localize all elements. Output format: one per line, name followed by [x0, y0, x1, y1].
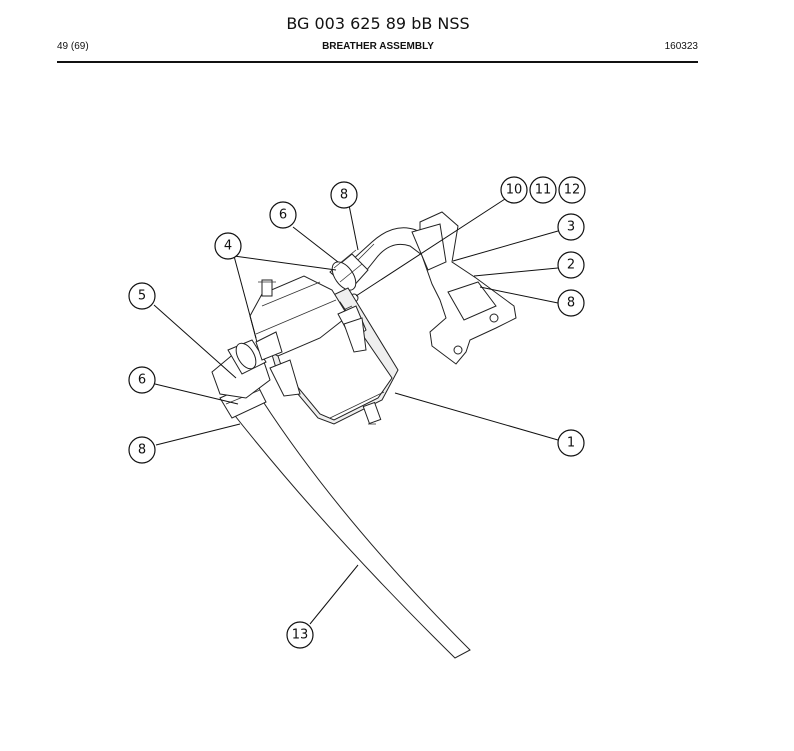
callout-4: 4 — [214, 232, 242, 260]
callout-6-lower-label: 6 — [138, 373, 146, 388]
callout-11-label: 11 — [535, 183, 552, 198]
callout-13-label: 13 — [292, 628, 309, 643]
callout-5-label: 5 — [138, 289, 146, 304]
callout-8-top-label: 8 — [340, 188, 348, 203]
callout-2-label: 2 — [567, 258, 575, 273]
callout-2: 2 — [557, 251, 585, 279]
callout-13: 13 — [286, 621, 314, 649]
callout-11: 11 — [529, 176, 557, 204]
latch-clamps-part-4 — [255, 305, 367, 397]
callout-8-left: 8 — [128, 436, 156, 464]
callout-12-label: 12 — [564, 183, 581, 198]
callout-6-upper-label: 6 — [279, 208, 287, 223]
callout-6-upper: 6 — [269, 201, 297, 229]
callout-3: 3 — [557, 213, 585, 241]
callout-4-label: 4 — [224, 239, 232, 254]
upper-hose-part-3 — [349, 223, 447, 277]
document-title: BG 003 625 89 bB NSS — [286, 14, 470, 33]
callout-8-right: 8 — [557, 289, 585, 317]
callout-3-label: 3 — [567, 220, 575, 235]
document-date: 160323 — [664, 41, 698, 52]
section-title: BREATHER ASSEMBLY — [322, 41, 434, 52]
callout-8-left-label: 8 — [138, 443, 146, 458]
callout-8-top: 8 — [330, 181, 358, 209]
elbow-fitting-part-5 — [211, 339, 271, 399]
callout-6-lower: 6 — [128, 366, 156, 394]
callout-10: 10 — [500, 176, 528, 204]
page-number: 49 (69) — [57, 41, 89, 52]
callout-12: 12 — [558, 176, 586, 204]
callout-8-right-label: 8 — [567, 296, 575, 311]
callout-5: 5 — [128, 282, 156, 310]
hose-part-13 — [231, 399, 471, 659]
header-rule — [57, 61, 698, 63]
leader-lines — [153, 198, 559, 625]
callout-1: 1 — [557, 429, 585, 457]
callout-1-label: 1 — [567, 436, 575, 451]
callout-10-label: 10 — [506, 183, 523, 198]
